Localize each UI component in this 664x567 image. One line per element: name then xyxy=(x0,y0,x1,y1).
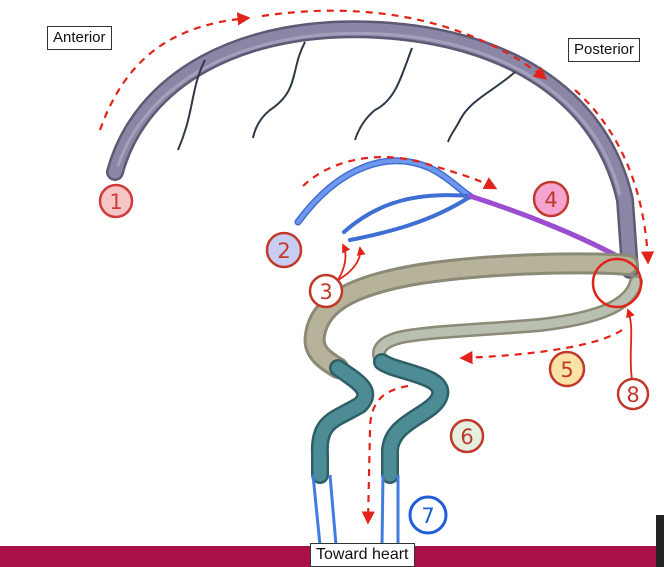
great-cerebral-vein xyxy=(342,193,472,234)
marker-3-label: 3 xyxy=(319,280,332,304)
bottom-bar-right-edge xyxy=(656,515,664,567)
confluence-of-sinuses xyxy=(591,257,643,309)
marker-1: 1 xyxy=(98,183,134,219)
marker-2: 2 xyxy=(265,231,303,269)
marker-2-label: 2 xyxy=(277,239,290,263)
marker-4-label: 4 xyxy=(544,188,557,212)
posterior-label: Posterior xyxy=(568,38,641,62)
flow-arrow-anterior-top xyxy=(98,12,251,131)
marker-6: 6 xyxy=(449,418,485,454)
flow-arrow-inferior xyxy=(302,156,498,190)
straight-sinus xyxy=(467,193,631,265)
flow-arrow-top xyxy=(261,9,548,80)
inferior-sagittal-sinus xyxy=(294,157,474,242)
marker-7-label: 7 xyxy=(421,504,434,528)
transverse-sinus xyxy=(303,252,643,379)
marker-5: 5 xyxy=(548,350,586,388)
marker-4: 4 xyxy=(532,180,570,218)
sigmoid-sinus xyxy=(310,353,450,484)
marker-3-pointers xyxy=(337,243,366,281)
marker-8-label: 8 xyxy=(626,383,639,407)
jugular-vein-left xyxy=(311,474,338,546)
cortical-vein xyxy=(177,59,206,151)
cortical-vein xyxy=(354,47,413,141)
anterior-label: Anterior xyxy=(47,26,112,50)
cortical-vein xyxy=(447,71,516,143)
internal-jugular-veins xyxy=(311,474,400,546)
blood-flow-arrows xyxy=(98,9,655,525)
marker-8: 8 xyxy=(616,377,650,411)
cortical-vein xyxy=(252,41,306,139)
superior-sagittal-sinus xyxy=(106,20,639,279)
cortical-veins xyxy=(177,41,516,151)
toward-heart-label: Toward heart xyxy=(310,543,415,567)
marker-8-pointer xyxy=(626,308,635,381)
marker-7: 7 xyxy=(408,495,448,535)
jugular-vein-right xyxy=(380,474,400,546)
marker-1-label: 1 xyxy=(109,190,122,214)
flow-arrow-posterior xyxy=(574,89,655,265)
basal-vein xyxy=(348,196,470,242)
marker-6-label: 6 xyxy=(460,425,473,449)
marker-5-label: 5 xyxy=(560,358,573,382)
marker-3: 3 xyxy=(308,273,344,309)
